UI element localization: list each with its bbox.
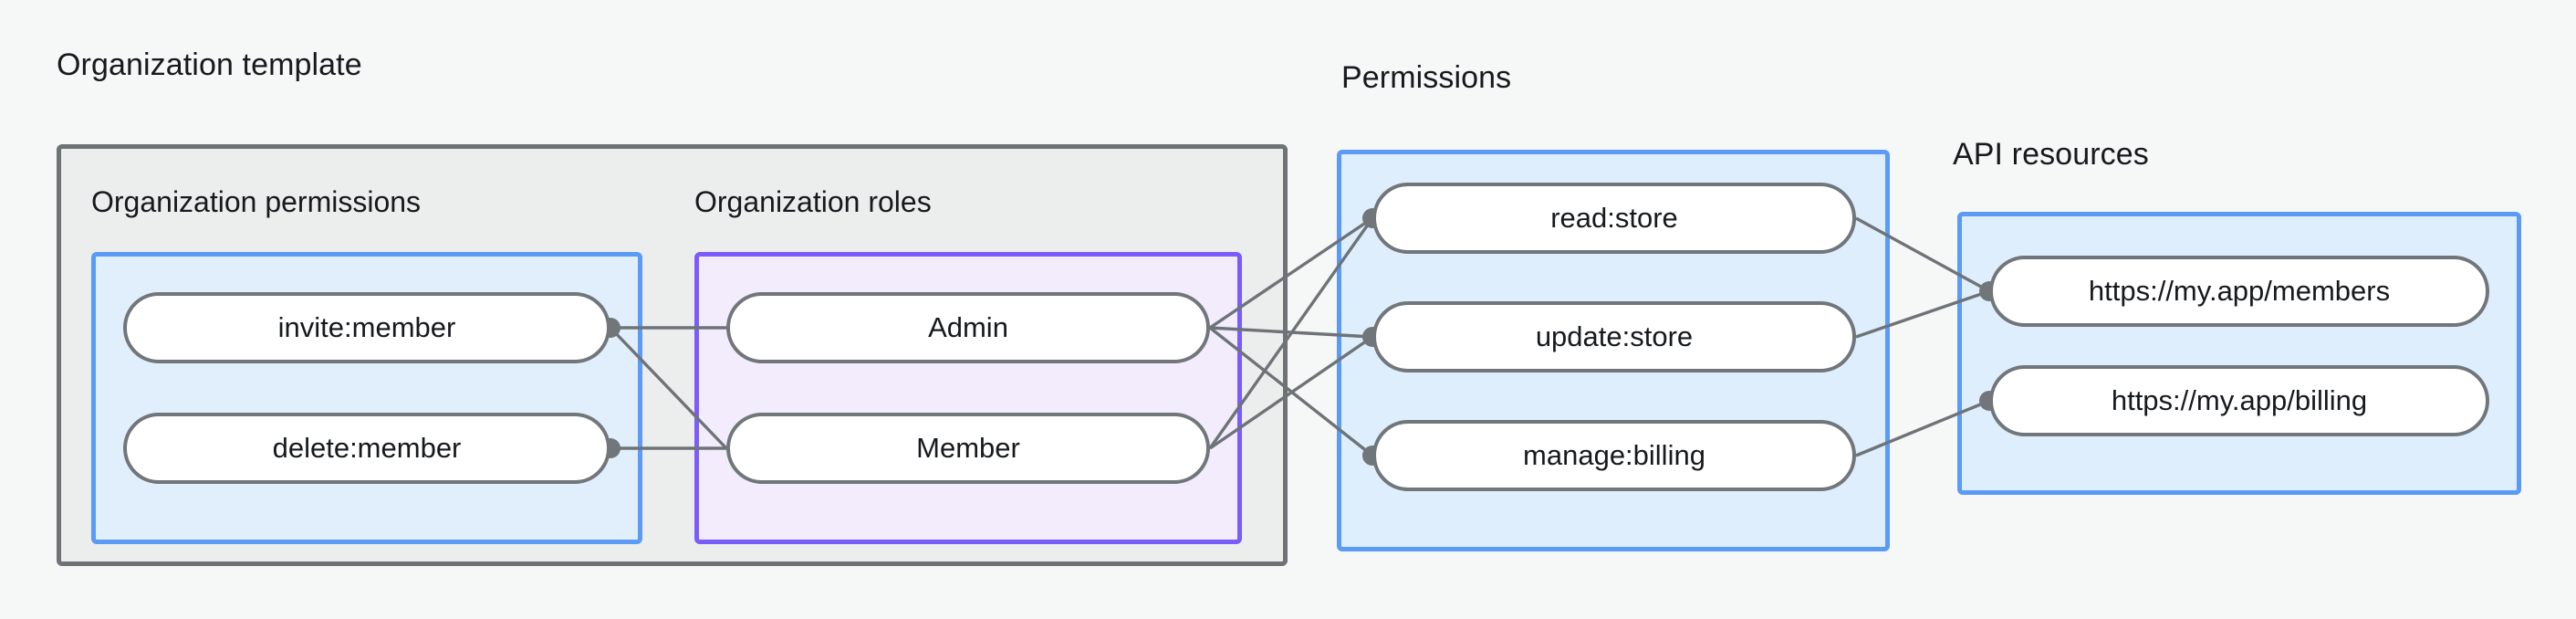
permissions-title: Permissions (1341, 60, 1512, 95)
node-manage-billing[interactable]: manage:billing (1372, 420, 1856, 491)
api-resources-container (1957, 212, 2521, 495)
node-role-admin[interactable]: Admin (726, 292, 1210, 363)
node-role-member[interactable]: Member (726, 413, 1210, 484)
node-invite-member[interactable]: invite:member (123, 292, 610, 363)
node-api-billing[interactable]: https://my.app/billing (1989, 365, 2489, 436)
org-permissions-title: Organization permissions (91, 185, 422, 218)
api-resources-title: API resources (1953, 137, 2149, 172)
node-delete-member[interactable]: delete:member (123, 413, 610, 484)
node-update-store[interactable]: update:store (1372, 301, 1856, 372)
org-template-title: Organization template (57, 47, 362, 82)
node-read-store[interactable]: read:store (1372, 183, 1856, 254)
org-roles-title: Organization roles (694, 185, 932, 218)
node-api-members[interactable]: https://my.app/members (1989, 256, 2489, 327)
